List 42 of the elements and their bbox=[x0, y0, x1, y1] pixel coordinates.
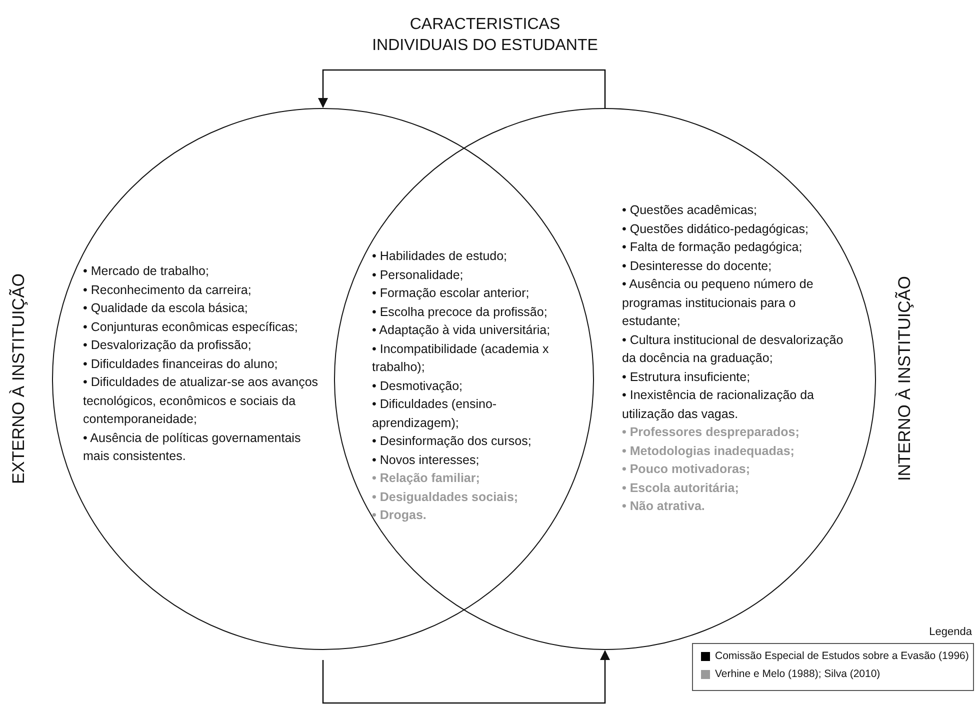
legend-text: Verhine e Melo (1988); Silva (2010) bbox=[715, 668, 880, 680]
list-item: • Desmotivação; bbox=[372, 378, 464, 395]
list-item: • Formação escolar anterior; bbox=[372, 285, 530, 302]
arrow bbox=[318, 69, 606, 108]
list-item: • Escola autoritária; bbox=[622, 480, 740, 496]
list-item: • Ausência de políticas governamentais mais consistentes. bbox=[83, 430, 302, 465]
list-item: • Inexistência de racionalização da utilização das vagas. bbox=[622, 387, 815, 423]
arrow bbox=[322, 650, 610, 704]
list-item: • Dificuldades de atualizar-se aos avanços tecnológicos, econômicos e sociais da contemporaneidade; bbox=[83, 374, 320, 428]
list-item: • Habilidades de estudo; bbox=[372, 248, 508, 265]
title: CARACTERISTICAS INDIVIDUAIS DO ESTUDANTE bbox=[371, 15, 599, 56]
list-item: • Questões didático-pedagógicas; bbox=[622, 220, 810, 238]
list-item: • Conjunturas econômicas específicas; bbox=[83, 318, 299, 336]
list-item: • Drogas. bbox=[372, 507, 428, 524]
list-item: • Novos interesses; bbox=[372, 452, 480, 468]
list-item: • Escolha precoce da profissão; bbox=[372, 304, 548, 321]
side-label: INTERNO À INSTITUIÇÃO bbox=[895, 276, 915, 484]
list-item: • Reconhecimento da carreira; bbox=[83, 282, 252, 298]
list-item: • Desinteresse do docente; bbox=[622, 258, 773, 274]
list-item: • Ausência ou pequeno número de programas institucionais para o estudante; bbox=[622, 276, 814, 330]
legend-title: Legenda bbox=[929, 626, 972, 638]
list-item: • Questões acadêmicas; bbox=[622, 202, 758, 219]
list-item: • Desinformação dos cursos; bbox=[372, 433, 532, 450]
list-item: • Dificuldades (ensino-aprendizagem); bbox=[372, 396, 498, 432]
legend-text: Comissão Especial de Estudos sobre a Evasão (1996) bbox=[715, 650, 969, 662]
list-item: • Adaptação à vida universitária; bbox=[372, 322, 552, 339]
list-item: • Estrutura insuficiente; bbox=[622, 368, 752, 386]
list-item: • Incompatibilidade (academia x trabalho); bbox=[372, 340, 550, 376]
list-item: • Falta de formação pedagógica; bbox=[622, 239, 804, 256]
side-label: EXTERNO À INSTITUIÇÃO bbox=[9, 272, 29, 486]
list-item: • Professores despreparados; bbox=[622, 424, 800, 441]
list-item: • Não atrativa. bbox=[622, 498, 706, 515]
list-item: • Mercado de trabalho; bbox=[83, 263, 210, 280]
list-item: • Relação familiar; bbox=[372, 470, 481, 487]
list-item: • Desvalorização da profissão; bbox=[83, 337, 252, 354]
list-item: • Dificuldades financeiras do aluno; bbox=[83, 356, 279, 372]
list-item: • Qualidade da escola básica; bbox=[83, 300, 249, 317]
list-item: • Personalidade; bbox=[372, 266, 464, 284]
list-item: • Desigualdades sociais; bbox=[372, 488, 520, 506]
list-item: • Pouco motivadoras; bbox=[622, 461, 752, 478]
list-item: • Metodologias inadequadas; bbox=[622, 442, 796, 460]
list-item: • Cultura institucional de desvalorização da docência na graduação; bbox=[622, 332, 844, 367]
